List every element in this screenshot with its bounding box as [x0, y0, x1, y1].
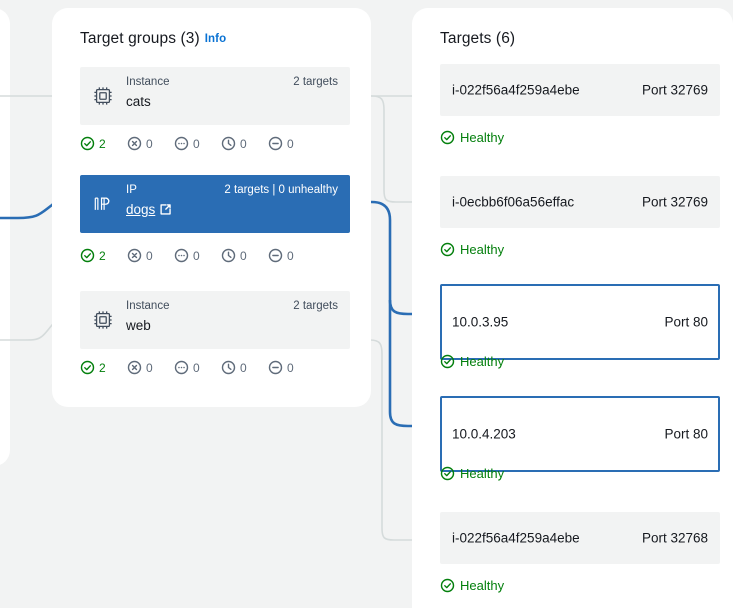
target-groups-info-link[interactable]: Info: [204, 33, 227, 45]
status-value: 0: [193, 360, 200, 375]
status-unused: 0: [268, 136, 315, 151]
target-port: Port 32769: [641, 82, 708, 98]
status-value: 2: [99, 360, 106, 375]
target-id: 10.0.4.203: [452, 426, 516, 442]
target-health-status: Healthy: [440, 354, 504, 369]
status-value: 0: [287, 248, 294, 263]
target-group-name[interactable]: dogs: [126, 202, 156, 217]
external-link-icon[interactable]: [159, 203, 172, 216]
target-id: 10.0.3.95: [452, 314, 509, 330]
targets-title-text: Targets (6): [440, 30, 516, 47]
target-card[interactable]: i-022f56a4f259a4ebe Port 32769: [440, 64, 720, 116]
target-health-status: Healthy: [440, 242, 504, 257]
status-value: 0: [146, 360, 153, 375]
status-value: 0: [193, 136, 200, 151]
chip-icon: [92, 85, 114, 107]
status-value: 0: [146, 248, 153, 263]
target-health-status: Healthy: [440, 578, 504, 593]
target-group-card-web[interactable]: Instance web 2 targets: [80, 291, 350, 349]
target-group-status-row-web: 2 0 0 0: [80, 360, 315, 375]
targets-panel: Targets (6) i-022f56a4f259a4ebe Port 327…: [412, 8, 733, 608]
status-value: 0: [240, 136, 247, 151]
target-id: i-0ecbb6f06a56effac: [452, 194, 575, 210]
target-group-count: 2 targets: [293, 300, 338, 312]
status-in-progress: 0: [174, 360, 221, 375]
target-health-label: Healthy: [460, 578, 505, 593]
target-port: Port 32769: [641, 194, 708, 210]
target-port: Port 32768: [641, 530, 708, 546]
status-healthy: 2: [80, 360, 127, 375]
target-group-count: 2 targets | 0 unhealthy: [224, 184, 338, 196]
check-circle-icon: [440, 578, 455, 593]
target-health-label: Healthy: [460, 466, 505, 481]
check-circle-icon: [440, 130, 455, 145]
targets-title: Targets (6): [440, 30, 515, 48]
status-healthy: 2: [80, 248, 127, 263]
target-health-label: Healthy: [460, 130, 505, 145]
status-value: 0: [146, 136, 153, 151]
target-port: Port 80: [664, 426, 708, 442]
target-port: Port 80: [664, 314, 708, 330]
target-group-card-cats[interactable]: Instance cats 2 targets: [80, 67, 350, 125]
load-balancer-panel-partial: [0, 8, 10, 466]
target-id: i-022f56a4f259a4ebe: [452, 82, 580, 98]
target-group-type: Instance: [126, 300, 170, 312]
target-groups-panel: Target groups (3) Info Instance cats 2 ta…: [52, 8, 371, 407]
target-health-label: Healthy: [460, 242, 505, 257]
check-circle-icon: [440, 242, 455, 257]
status-unhealthy: 0: [127, 360, 174, 375]
target-card-selected[interactable]: 10.0.4.203 Port 80: [440, 396, 720, 472]
status-healthy: 2: [80, 136, 127, 151]
target-card[interactable]: i-022f56a4f259a4ebe Port 32768: [440, 512, 720, 564]
target-card-selected[interactable]: 10.0.3.95 Port 80: [440, 284, 720, 360]
target-group-type: Instance: [126, 76, 170, 88]
target-group-type: IP: [126, 184, 137, 196]
target-groups-title-text: Target groups (3): [80, 30, 200, 47]
status-unused: 0: [268, 360, 315, 375]
status-value: 2: [99, 136, 106, 151]
status-unhealthy: 0: [127, 248, 174, 263]
status-unhealthy: 0: [127, 136, 174, 151]
target-groups-title: Target groups (3) Info: [80, 30, 226, 48]
target-health-status: Healthy: [440, 130, 504, 145]
target-card[interactable]: i-0ecbb6f06a56effac Port 32769: [440, 176, 720, 228]
target-health-status: Healthy: [440, 466, 504, 481]
status-draining: 0: [221, 360, 268, 375]
status-in-progress: 0: [174, 136, 221, 151]
target-health-label: Healthy: [460, 354, 505, 369]
status-in-progress: 0: [174, 248, 221, 263]
status-value: 0: [240, 360, 247, 375]
target-group-name: web: [126, 318, 151, 333]
chip-icon: [92, 309, 114, 331]
status-value: 0: [193, 248, 200, 263]
status-value: 2: [99, 248, 106, 263]
status-value: 0: [287, 360, 294, 375]
target-group-status-row-cats: 2 0 0 0: [80, 136, 315, 151]
target-id: i-022f56a4f259a4ebe: [452, 530, 580, 546]
check-circle-icon: [440, 466, 455, 481]
status-value: 0: [240, 248, 247, 263]
target-group-card-dogs[interactable]: IP dogs 2 targets | 0 unhealthy: [80, 175, 350, 233]
target-group-count: 2 targets: [293, 76, 338, 88]
check-circle-icon: [440, 354, 455, 369]
status-draining: 0: [221, 248, 268, 263]
ip-icon: [92, 193, 114, 215]
target-group-status-row-dogs: 2 0 0 0: [80, 248, 315, 263]
target-group-name: cats: [126, 94, 151, 109]
status-unused: 0: [268, 248, 315, 263]
status-draining: 0: [221, 136, 268, 151]
status-value: 0: [287, 136, 294, 151]
